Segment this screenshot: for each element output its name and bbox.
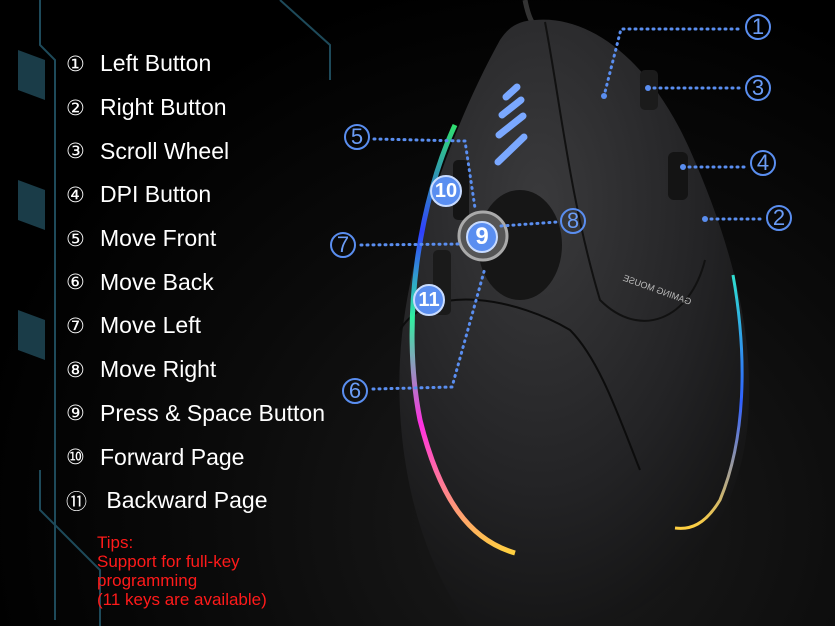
legend-number: ⑦ <box>66 313 85 338</box>
legend-label: Move Right <box>100 356 217 383</box>
legend-label: Move Left <box>100 312 201 339</box>
legend-label: Move Back <box>100 268 214 295</box>
frame-blocks <box>18 50 45 360</box>
tips-line: Support for full-key <box>97 552 240 571</box>
legend-label: DPI Button <box>100 181 212 208</box>
callout-6: 6 <box>342 378 368 404</box>
rgb-strip-left <box>409 123 516 556</box>
legend-number: ⑨ <box>66 401 85 426</box>
legend-item: ④ DPI Button <box>66 173 325 217</box>
callout-9: 9 <box>466 221 498 253</box>
tips-line: (11 keys are available) <box>97 590 267 609</box>
legend-number: ③ <box>66 139 85 164</box>
leader-lines <box>359 27 764 391</box>
legend-item: ⑤ Move Front <box>66 217 325 261</box>
legend-item: ⑩ Forward Page <box>66 435 325 479</box>
tips-note: Tips: Support for full-key programming (… <box>97 533 267 609</box>
legend-number: ⑧ <box>66 357 85 382</box>
legend-number: ⑤ <box>66 226 85 251</box>
legend-number: ④ <box>66 182 85 207</box>
legend-number: ① <box>66 51 85 76</box>
legend-number: ② <box>66 95 85 120</box>
legend-number: ⑩ <box>66 445 85 470</box>
led-stripes <box>494 83 528 166</box>
cable <box>522 0 535 24</box>
dpi-button-shape <box>668 152 688 200</box>
callout-7: 7 <box>330 232 356 258</box>
legend-item: ⑪ Backward Page <box>66 479 325 523</box>
legend-label: Press & Space Button <box>100 399 326 426</box>
mouse-body <box>399 19 750 626</box>
legend-number: ⑥ <box>66 270 85 295</box>
legend-item: ⑨ Press & Space Button <box>66 392 325 436</box>
callout-5: 5 <box>344 124 370 150</box>
legend-item: ③ Scroll Wheel <box>66 129 325 173</box>
legend-item: ⑥ Move Back <box>66 260 325 304</box>
callout-10: 10 <box>430 175 462 207</box>
legend-number: ⑪ <box>66 489 87 514</box>
legend-item: ② Right Button <box>66 86 325 130</box>
callout-11: 11 <box>413 284 445 316</box>
legend-item: ⑧ Move Right <box>66 348 325 392</box>
frame-decoration <box>39 0 331 626</box>
callout-2: 2 <box>766 205 792 231</box>
tips-line: programming <box>97 571 198 590</box>
legend-item: ⑦ Move Left <box>66 304 325 348</box>
callout-4: 4 <box>750 150 776 176</box>
legend-label: Left Button <box>100 50 212 77</box>
tips-title: Tips: <box>97 533 134 552</box>
legend-label: Right Button <box>100 94 227 121</box>
legend-label: Scroll Wheel <box>100 137 230 164</box>
button-legend: ① Left Button ② Right Button ③ Scroll Wheel… <box>66 42 325 523</box>
legend-label: Forward Page <box>100 443 245 470</box>
callout-1: 1 <box>745 14 771 40</box>
rgb-strip-right <box>674 274 744 530</box>
callout-3: 3 <box>745 75 771 101</box>
legend-label: Move Front <box>100 225 217 252</box>
legend-item: ① Left Button <box>66 42 325 86</box>
legend-label: Backward Page <box>100 487 268 514</box>
callout-8: 8 <box>560 208 586 234</box>
